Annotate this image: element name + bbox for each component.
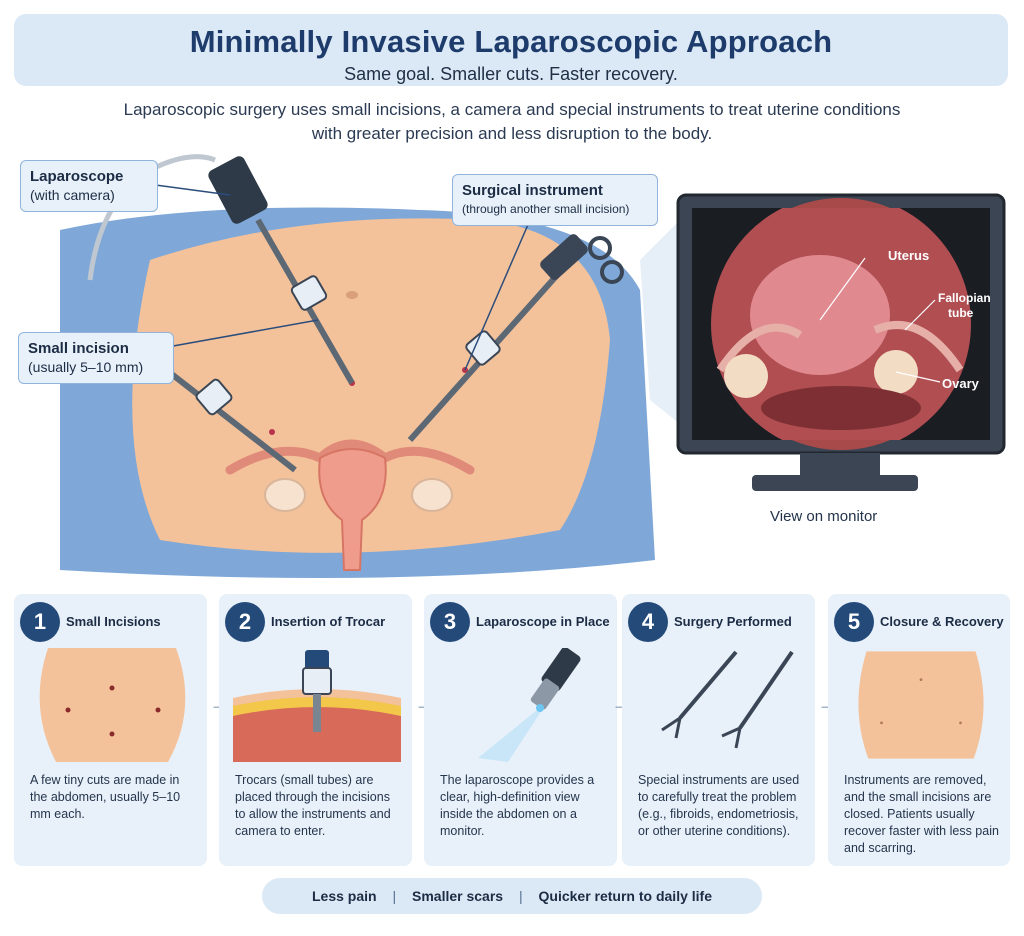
- callout-instrument-title: Surgical instrument: [462, 182, 603, 199]
- step-card-3: 3 Laparoscope in Place The laparoscope p…: [424, 594, 617, 866]
- callout-incision: Small incision (usually 5–10 mm): [18, 332, 174, 384]
- benefit-smaller-scars: Smaller scars: [412, 888, 504, 904]
- step-description: A few tiny cuts are made in the abdomen,…: [30, 773, 181, 821]
- label-uterus: Uterus: [888, 248, 929, 263]
- healed-abdomen-icon: [858, 651, 984, 759]
- benefit-less-pain: Less pain: [311, 888, 377, 904]
- laparoscope-instrument: [87, 154, 355, 385]
- surgery-illustration: Uterus Fallopian tube Ovary: [60, 154, 1006, 578]
- label-fallopian-2: tube: [948, 306, 974, 320]
- step-description: Special instruments are used to carefull…: [638, 773, 800, 838]
- step-description: The laparoscope provides a clear, high-d…: [440, 773, 595, 838]
- step-title: Insertion of Trocar: [271, 614, 386, 629]
- abdomen-skin: [132, 218, 610, 553]
- step-title: Closure & Recovery: [880, 614, 1004, 629]
- monitor: Uterus Fallopian tube Ovary: [676, 193, 1006, 491]
- page-subtitle: Same goal. Smaller cuts. Faster recovery…: [344, 64, 678, 84]
- page-title: Minimally Invasive Laparoscopic Approach: [189, 24, 833, 59]
- label-ovary: Ovary: [942, 376, 980, 391]
- callout-instrument: Surgical instrument (through another sma…: [452, 174, 658, 226]
- benefit-separator: |: [392, 888, 397, 904]
- step-description: Trocars (small tubes) are placed through…: [235, 773, 391, 838]
- callout-incision-sub: (usually 5–10 mm): [28, 359, 144, 375]
- benefits-bar: Less pain | Smaller scars | Quicker retu…: [262, 878, 762, 914]
- steps-row: 1 Small Incisions A few tiny cuts are ma…: [14, 594, 1010, 866]
- incision-pointer: [161, 319, 319, 349]
- lower-instrument: [158, 362, 297, 473]
- abdomen-incisions-icon: [39, 648, 186, 762]
- step-number: 2: [225, 602, 265, 642]
- callout-instrument-sub: (through another small incision): [462, 202, 630, 216]
- step-title: Small Incisions: [66, 614, 161, 629]
- step-number: 5: [834, 602, 874, 642]
- step-number: 4: [628, 602, 668, 642]
- incision-mark: [269, 429, 275, 435]
- callout-laparoscope-title: Laparoscope: [30, 168, 124, 185]
- step-card-4: 4 Surgery Performed Special instruments …: [622, 594, 815, 866]
- benefit-separator: |: [518, 888, 523, 904]
- trocar-icon: [233, 650, 401, 762]
- step-card-5: 5 Closure & Recovery Instruments are rem…: [828, 594, 1010, 866]
- step-title: Laparoscope in Place: [476, 614, 610, 629]
- instrument-pointer: [464, 219, 531, 371]
- benefit-quicker-return: Quicker return to daily life: [538, 888, 713, 904]
- callout-laparoscope-sub: (with camera): [30, 187, 115, 203]
- intro-text: Laparoscopic surgery uses small incision…: [123, 100, 901, 143]
- step-number: 1: [20, 602, 60, 642]
- step-description: Instruments are removed, and the small i…: [844, 773, 999, 855]
- surgery-scene: Uterus Fallopian tube Ovary Laparoscope …: [0, 140, 1024, 580]
- callout-laparoscope: Laparoscope (with camera): [20, 160, 158, 212]
- header-banner: Minimally Invasive Laparoscopic Approach…: [14, 14, 1008, 86]
- step-card-2: 2 Insertion of Trocar Trocars (small tub…: [219, 594, 412, 866]
- navel: [346, 291, 358, 299]
- step-title: Surgery Performed: [674, 614, 792, 629]
- laparoscope-icon: [478, 648, 581, 762]
- label-fallopian-1: Fallopian: [938, 291, 991, 305]
- step-number: 3: [430, 602, 470, 642]
- laparoscope-pointer: [147, 183, 231, 196]
- monitor-caption: View on monitor: [770, 508, 878, 525]
- callout-incision-title: Small incision: [28, 340, 129, 357]
- step-card-1: 1 Small Incisions A few tiny cuts are ma…: [14, 594, 207, 866]
- graspers-icon: [661, 650, 794, 749]
- surgical-instrument: [407, 234, 624, 442]
